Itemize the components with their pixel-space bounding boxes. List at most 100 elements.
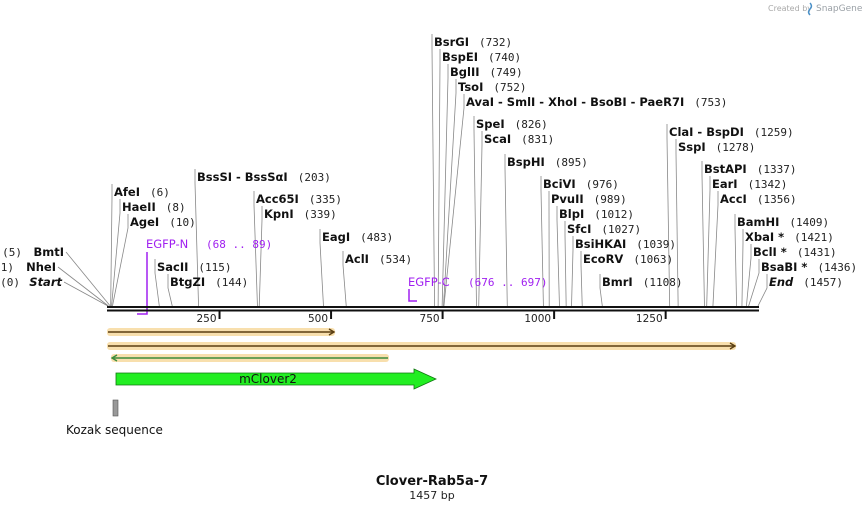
leader-blpi xyxy=(556,206,560,307)
site-position-btgzi: (144) xyxy=(215,276,248,289)
leader-sacii xyxy=(154,259,160,307)
snapgene-brand: SnapGene xyxy=(816,4,863,14)
site-label-bstapi: BstAPI xyxy=(704,162,747,176)
leader-bmri xyxy=(599,274,603,307)
site-position-bsihkai: (1039) xyxy=(636,238,676,251)
leader-bspei xyxy=(437,49,441,307)
site-position-ecorv: (1063) xyxy=(633,253,673,266)
site-label-acc65i: Acc65I xyxy=(256,192,299,206)
site-position-agei: (10) xyxy=(169,216,196,229)
leader-kpni xyxy=(258,206,263,307)
site-label-end: End xyxy=(769,275,794,289)
site-label-eari: EarI xyxy=(712,177,738,191)
primer-range-egfp-n: (68 .. 89) xyxy=(206,238,272,251)
site-position-acli: (534) xyxy=(379,253,412,266)
leader-sspi xyxy=(675,139,679,307)
leader-avai-smli-xhoi-bsobi-paer7i xyxy=(443,94,465,307)
site-position-bamhi: (1409) xyxy=(789,216,829,229)
restriction-sites: Start(0)NheI(1)BmtI(5)AfeI(6)HaeII(8)Age… xyxy=(0,35,857,289)
feature-arrow-mclover2 xyxy=(115,368,437,390)
site-label-sspi: SspI xyxy=(678,140,706,154)
site-position-scai: (831) xyxy=(521,133,554,146)
site-position-bglii: (749) xyxy=(490,66,523,79)
primer-arrow-egfp-n xyxy=(137,252,148,315)
tick-label: 500 xyxy=(308,313,328,325)
plasmid-length: 1457 bp xyxy=(409,489,454,502)
tick-label: 1250 xyxy=(636,313,663,325)
leader-haeii xyxy=(111,199,121,307)
site-label-pvuii: PvuII xyxy=(551,192,584,206)
tick-label: 250 xyxy=(196,313,216,325)
leader-scai xyxy=(478,131,483,307)
site-label-sfci: SfcI xyxy=(567,222,591,236)
site-position-bsphi: (895) xyxy=(555,156,588,169)
site-position-bsabi: (1436) xyxy=(817,261,857,274)
site-position-eagi: (483) xyxy=(360,231,393,244)
site-label-start: Start xyxy=(29,275,62,289)
primer-range-egfp-c: (676 .. 697) xyxy=(468,276,547,289)
site-position-bsssi-bsss-i: (203) xyxy=(298,171,331,184)
site-label-bsssi-bsss-i: BssSI - BssSαI xyxy=(197,170,288,184)
site-label-bcli: BclI * xyxy=(753,245,787,259)
site-label-bsrgi: BsrGI xyxy=(434,35,469,49)
site-position-bcivi: (976) xyxy=(586,178,619,191)
site-position-pvuii: (989) xyxy=(594,193,627,206)
site-position-bmti: (5) xyxy=(2,246,22,259)
site-label-scai: ScaI xyxy=(484,132,511,146)
leader-xbai xyxy=(741,229,744,307)
primer-arrow-egfp-c xyxy=(408,289,417,302)
feature-label-kozak: Kozak sequence xyxy=(66,423,163,437)
site-label-ecorv: EcoRV xyxy=(583,252,623,266)
site-leader-lines xyxy=(57,34,768,307)
primer-label-egfp-n: EGFP-N xyxy=(146,237,188,251)
site-position-tsoi: (752) xyxy=(493,81,526,94)
site-label-blpi: BlpI xyxy=(559,207,584,221)
leader-clai-bspdi xyxy=(666,124,671,307)
leader-tsoi xyxy=(443,79,457,307)
orf-forward-1-head-icon xyxy=(328,328,336,336)
leader-eagi xyxy=(319,229,324,307)
site-label-bsihkai: BsiHKAI xyxy=(575,237,626,251)
site-position-eari: (1342) xyxy=(748,178,788,191)
snapgene-logo-icon xyxy=(807,2,813,16)
site-label-afei: AfeI xyxy=(114,185,140,199)
site-position-bspei: (740) xyxy=(488,51,521,64)
orf-arrows xyxy=(107,328,737,362)
leader-bsphi xyxy=(504,154,508,307)
site-label-bamhi: BamHI xyxy=(737,215,779,229)
site-label-bspei: BspEI xyxy=(442,50,478,64)
plasmid-title: Clover-Rab5a-7 xyxy=(376,474,488,489)
site-label-nhei: NheI xyxy=(26,260,56,274)
site-position-end: (1457) xyxy=(803,276,843,289)
leader-bsrgi xyxy=(431,34,435,307)
leader-bcli xyxy=(746,244,752,307)
site-position-bsrgi: (732) xyxy=(479,36,512,49)
leader-btgzi xyxy=(167,274,173,307)
primer-label-egfp-c: EGFP-C xyxy=(408,275,450,289)
site-position-blpi: (1012) xyxy=(594,208,634,221)
site-position-acc65i: (335) xyxy=(309,193,342,206)
leader-bmti xyxy=(65,251,111,307)
site-label-avai-smli-xhoi-bsobi-paer7i: AvaI - SmlI - XhoI - BsoBI - PaeR7I xyxy=(466,95,684,109)
site-position-spei: (826) xyxy=(515,118,548,131)
leader-bsssi-bsss-i xyxy=(194,169,199,307)
leader-afei xyxy=(110,184,113,307)
site-label-bmti: BmtI xyxy=(33,245,64,259)
site-label-eagi: EagI xyxy=(322,230,350,244)
leader-bglii xyxy=(441,64,449,307)
site-label-kpni: KpnI xyxy=(264,207,294,221)
site-position-bstapi: (1337) xyxy=(757,163,797,176)
site-position-xbai: (1421) xyxy=(794,231,834,244)
tick-label: 750 xyxy=(420,313,440,325)
site-position-clai-bspdi: (1259) xyxy=(754,126,794,139)
leader-acc65i xyxy=(253,191,258,307)
leader-ecorv xyxy=(580,251,583,307)
leader-acli xyxy=(342,251,347,307)
site-position-nhei: (1) xyxy=(0,261,14,274)
site-label-tsoi: TsoI xyxy=(458,80,483,94)
site-position-sspi: (1278) xyxy=(716,141,756,154)
site-label-spei: SpeI xyxy=(476,117,505,131)
site-label-haeii: HaeII xyxy=(122,200,156,214)
